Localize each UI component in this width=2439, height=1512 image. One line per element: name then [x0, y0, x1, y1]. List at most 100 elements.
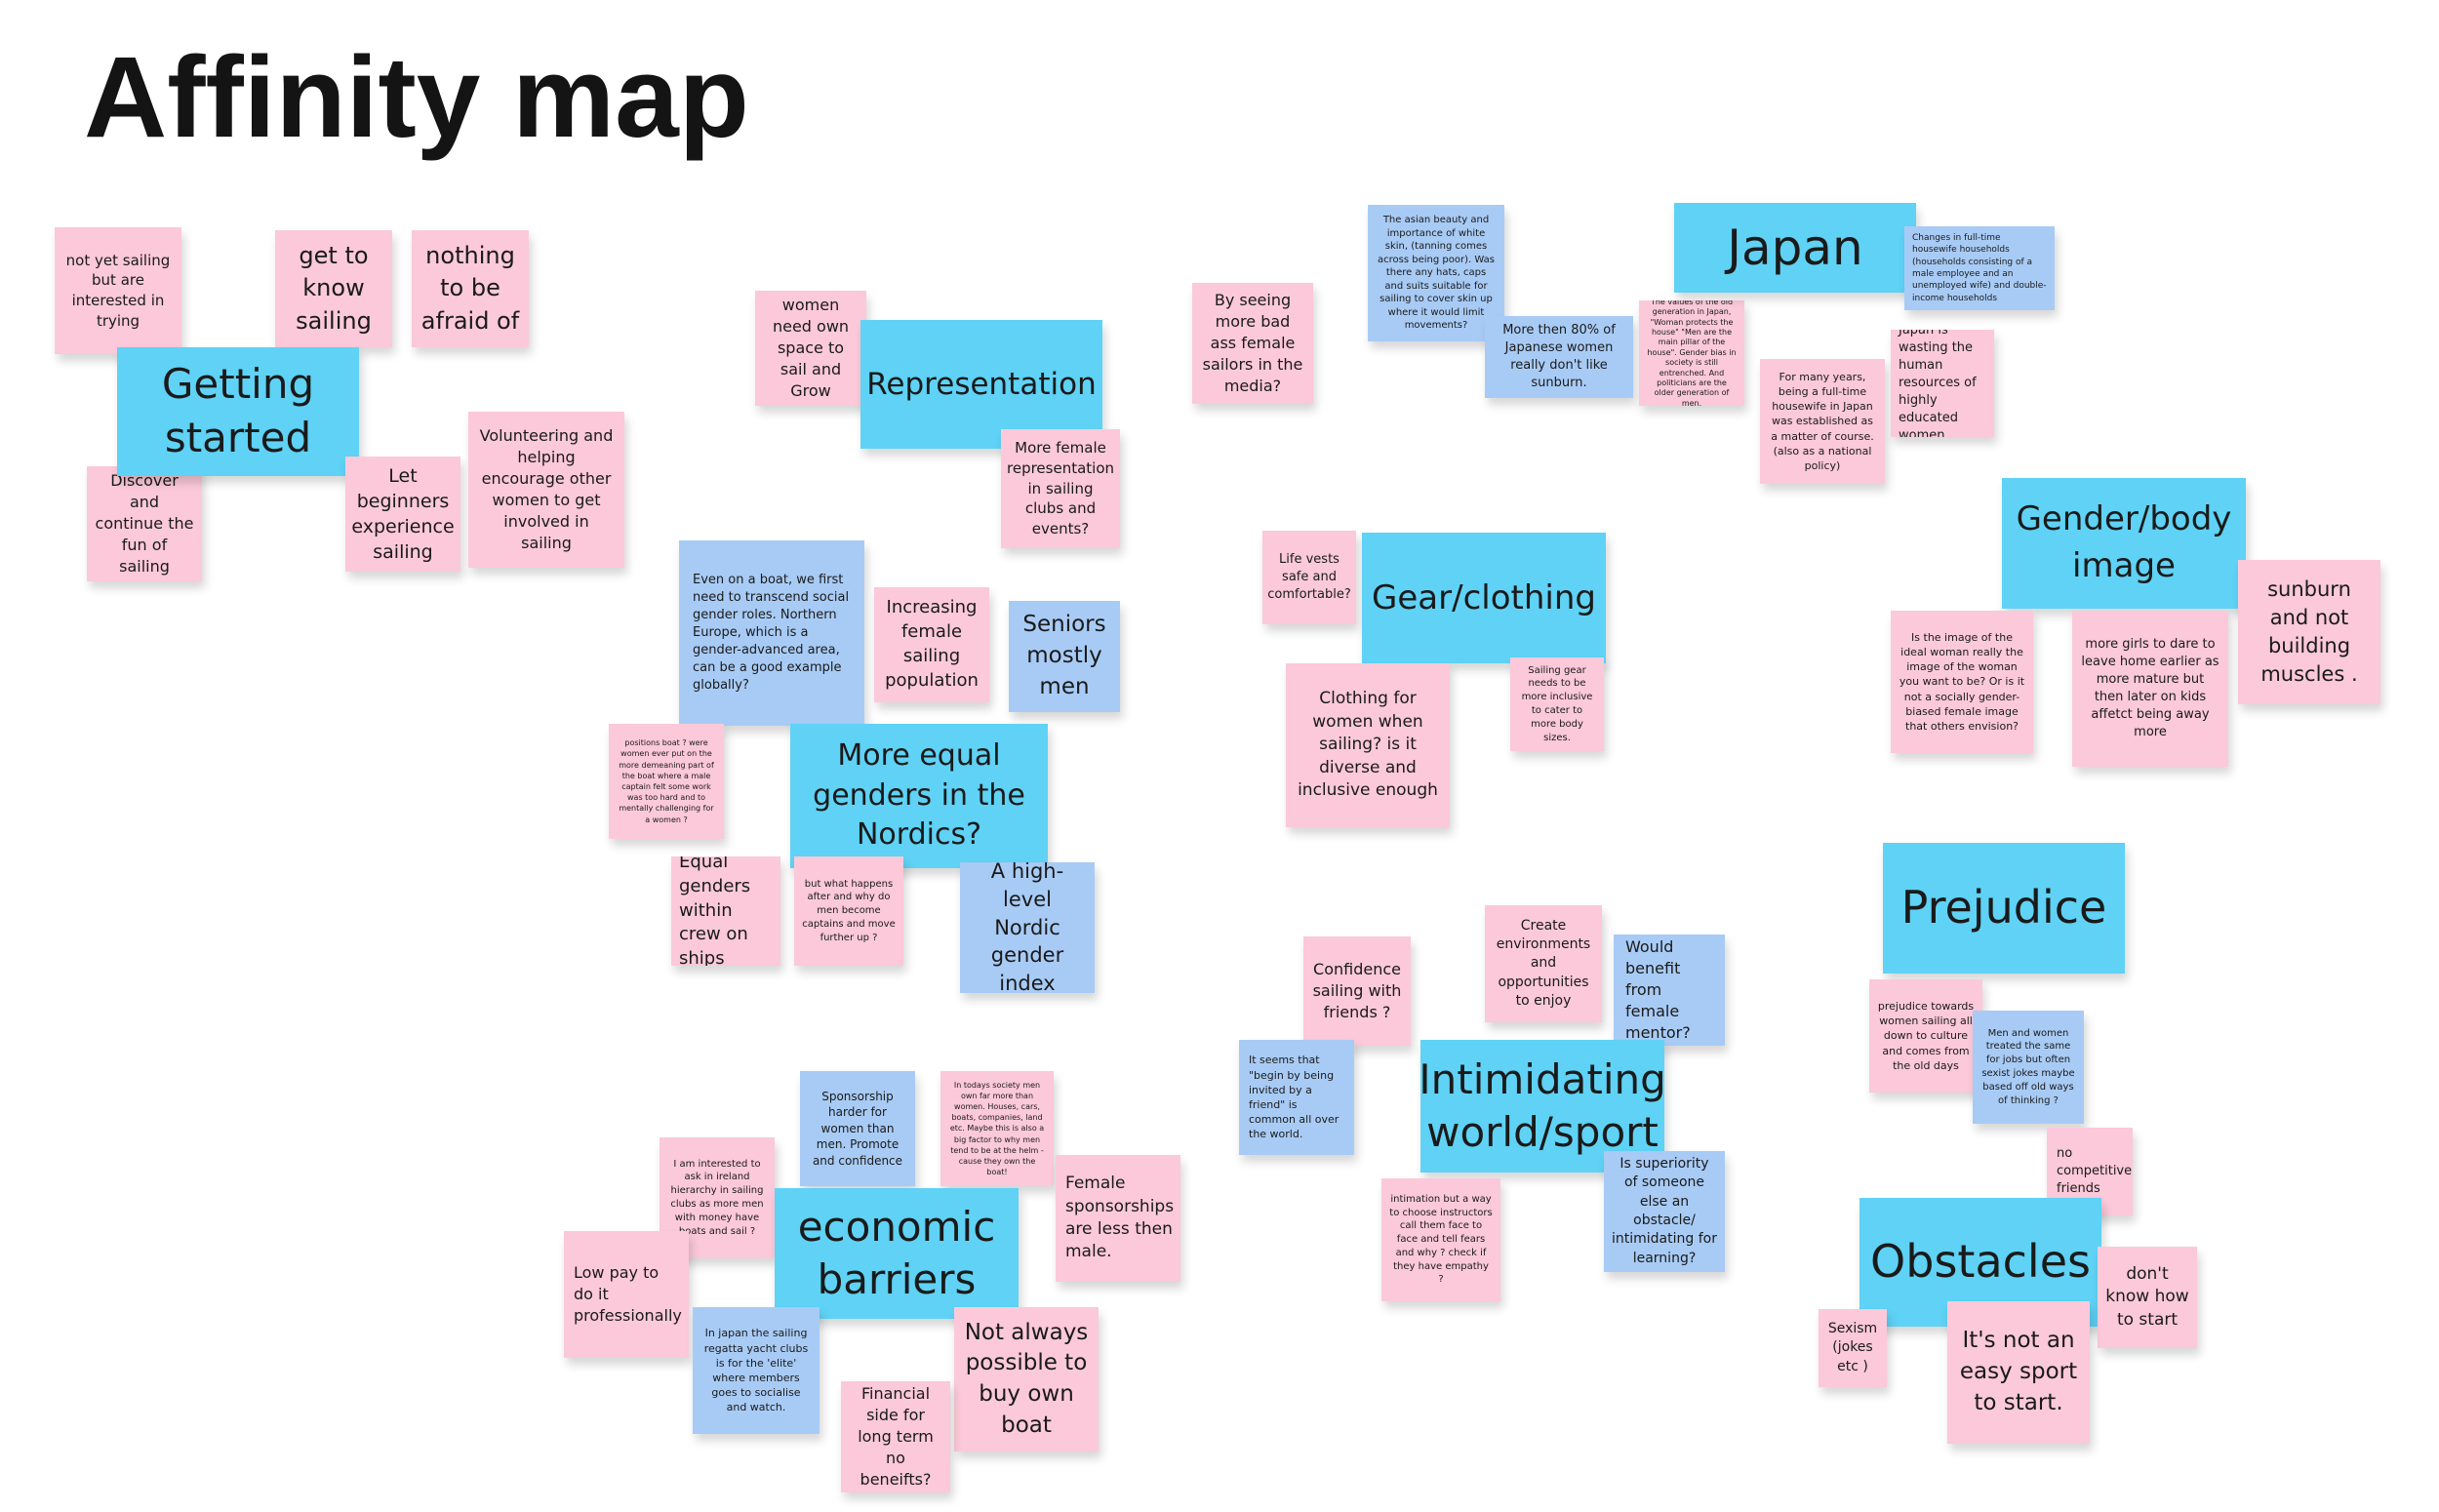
header-text: Representation — [866, 366, 1097, 402]
cluster-header-gender-body-image[interactable]: Gender/body image — [2002, 478, 2246, 609]
note-text: It's not an easy sport to start. — [1959, 1328, 2078, 1415]
sticky-note-sailing-gear-inclusive[interactable]: Sailing gear needs to be more inclusive … — [1510, 657, 1604, 751]
sticky-note-ideal-woman-image[interactable]: Is the image of the ideal woman really t… — [1891, 611, 2033, 753]
sticky-note-old-generation-values[interactable]: The values of the old generation in Japa… — [1639, 300, 1744, 406]
note-text: get to know sailing — [296, 242, 372, 335]
note-text: Is the image of the ideal woman really t… — [1899, 630, 2025, 733]
sticky-note-transcend-gender-roles[interactable]: Even on a boat, we first need to transce… — [679, 540, 864, 726]
sticky-note-seniors-mostly-men[interactable]: Seniors mostly men — [1009, 601, 1120, 712]
sticky-note-equal-genders-crew[interactable]: Equal genders within crew on ships — [671, 856, 780, 966]
sticky-note-get-to-know-sailing[interactable]: get to know sailing — [275, 230, 392, 347]
sticky-note-volunteering[interactable]: Volunteering and helping encourage other… — [468, 412, 624, 568]
note-text: don't know how to start — [2105, 1263, 2189, 1330]
sticky-note-household-changes[interactable]: Changes in full-time housewife household… — [1904, 226, 2055, 310]
sticky-note-elite-yacht-clubs[interactable]: In japan the sailing regatta yacht clubs… — [693, 1307, 820, 1434]
sticky-note-intimation-instructors[interactable]: intimation but a way to choose instructo… — [1381, 1178, 1500, 1301]
sticky-note-not-easy-sport[interactable]: It's not an easy sport to start. — [1947, 1301, 2090, 1444]
sticky-note-asian-beauty[interactable]: The asian beauty and importance of white… — [1368, 205, 1504, 341]
note-text: For many years, being a full-time housew… — [1771, 370, 1874, 472]
sticky-note-sexism-jokes[interactable]: Sexism (jokes etc ) — [1819, 1309, 1887, 1387]
note-text: not yet sailing but are interested in tr… — [65, 251, 171, 330]
cluster-header-intimidating[interactable]: Intimidating world/sport — [1420, 1040, 1664, 1173]
sticky-note-low-pay[interactable]: Low pay to do it professionally — [564, 1231, 689, 1358]
sticky-note-life-vests[interactable]: Life vests safe and comfortable? — [1262, 531, 1356, 624]
cluster-header-nordics[interactable]: More equal genders in the Nordics? — [790, 724, 1048, 868]
sticky-note-invited-by-friend[interactable]: It seems that "begin by being invited by… — [1239, 1040, 1354, 1155]
note-text: Female sponsorships are less then male. — [1065, 1174, 1175, 1262]
sticky-note-confidence-friends[interactable]: Confidence sailing with friends ? — [1303, 936, 1411, 1046]
sticky-note-prejudice-culture[interactable]: prejudice towards women sailing all down… — [1869, 979, 1982, 1093]
note-text: more girls to dare to leave home earlier… — [2081, 637, 2219, 739]
sticky-note-let-beginners[interactable]: Let beginners experience sailing — [345, 457, 460, 572]
note-text: In japan the sailing regatta yacht clubs… — [703, 1327, 809, 1414]
header-text: Gender/body image — [2016, 499, 2232, 585]
sticky-note-sexist-jokes[interactable]: Men and women treated the same for jobs … — [1973, 1011, 2084, 1124]
sticky-note-dont-know-how-to-start[interactable]: don't know how to start — [2098, 1247, 2197, 1348]
sticky-note-superiority-obstacle[interactable]: Is superiority of someone else an obstac… — [1604, 1151, 1725, 1272]
sticky-note-wasting-resources[interactable]: Japan is wasting the human resources of … — [1891, 330, 1994, 437]
header-text: Prejudice — [1900, 881, 2107, 935]
note-text: Is superiority of someone else an obstac… — [1612, 1156, 1717, 1266]
sticky-note-clothing-for-women[interactable]: Clothing for women when sailing? is it d… — [1286, 663, 1450, 827]
note-text: women need own space to sail and Grow — [772, 295, 850, 401]
header-text: Intimidating world/sport — [1420, 1055, 1664, 1156]
note-text: Low pay to do it professionally — [574, 1262, 682, 1326]
sticky-note-discover-fun[interactable]: Discover and continue the fun of sailing — [87, 466, 202, 581]
note-text: Volunteering and helping encourage other… — [479, 425, 614, 553]
sticky-note-financial-side[interactable]: Financial side for long term no beneifts… — [841, 1381, 950, 1492]
sticky-note-bad-ass-sailors[interactable]: By seeing more bad ass female sailors in… — [1192, 283, 1313, 404]
sticky-note-not-yet-sailing[interactable]: not yet sailing but are interested in tr… — [55, 227, 181, 354]
note-text: Changes in full-time housewife household… — [1912, 232, 2047, 303]
note-text: Clothing for women when sailing? is it d… — [1298, 689, 1438, 801]
header-text: Obstacles — [1870, 1235, 2091, 1289]
note-text: positions boat ? were women ever put on … — [619, 738, 714, 824]
note-text: Men and women treated the same for jobs … — [1981, 1027, 2075, 1106]
sticky-note-female-sponsorships[interactable]: Female sponsorships are less then male. — [1056, 1155, 1180, 1282]
sticky-note-create-environments[interactable]: Create environments and opportunities to… — [1485, 905, 1602, 1022]
cluster-header-gear-clothing[interactable]: Gear/clothing — [1362, 533, 1606, 663]
sticky-note-men-own-more[interactable]: In todays society men own far more than … — [940, 1071, 1054, 1186]
sticky-note-increasing-female[interactable]: Increasing female sailing population — [874, 587, 989, 702]
note-text: Japan is wasting the human resources of … — [1899, 330, 1977, 437]
note-text: intimation but a way to choose instructo… — [1389, 1193, 1493, 1286]
note-text: Discover and continue the fun of sailing — [95, 470, 194, 577]
note-text: Would benefit from female mentor? — [1625, 936, 1691, 1043]
header-text: More equal genders in the Nordics? — [813, 738, 1025, 853]
note-text: More female representation in sailing cl… — [1007, 439, 1115, 538]
sticky-note-nordic-gender-index[interactable]: A high-level Nordic gender index — [960, 862, 1095, 993]
note-text: It seems that "begin by being invited by… — [1249, 1054, 1339, 1141]
note-text: prejudice towards women sailing all down… — [1877, 1000, 1975, 1072]
header-text: Japan — [1727, 219, 1863, 276]
cluster-header-japan[interactable]: Japan — [1674, 203, 1916, 293]
sticky-note-sunburn-80-percent[interactable]: More then 80% of Japanese women really d… — [1485, 316, 1633, 398]
sticky-note-female-representation[interactable]: More female representation in sailing cl… — [1001, 429, 1120, 548]
note-text: but what happens after and why do men be… — [802, 878, 896, 943]
note-text: no competitive friends — [2057, 1146, 2133, 1196]
cluster-header-prejudice[interactable]: Prejudice — [1883, 843, 2125, 974]
sticky-note-female-mentor[interactable]: Would benefit from female mentor? — [1614, 935, 1725, 1046]
note-text: Even on a boat, we first need to transce… — [693, 573, 850, 693]
sticky-note-women-own-space[interactable]: women need own space to sail and Grow — [755, 291, 866, 406]
sticky-note-captains[interactable]: but what happens after and why do men be… — [794, 856, 903, 966]
header-text: economic barriers — [797, 1203, 996, 1303]
note-text: Life vests safe and comfortable? — [1267, 552, 1351, 602]
sticky-note-positions-boat[interactable]: positions boat ? were women ever put on … — [609, 724, 724, 839]
note-text: Sexism (jokes etc ) — [1827, 1321, 1878, 1374]
note-text: The values of the old generation in Japa… — [1647, 300, 1737, 406]
sticky-note-sponsorship-harder[interactable]: Sponsorship harder for women than men. P… — [800, 1071, 915, 1186]
sticky-note-full-time-housewife[interactable]: For many years, being a full-time housew… — [1760, 359, 1885, 484]
sticky-note-sunburn-muscles[interactable]: sunburn and not building muscles . — [2238, 560, 2380, 704]
note-text: Create environments and opportunities to… — [1496, 917, 1591, 1009]
note-text: Increasing female sailing population — [885, 597, 979, 691]
sticky-note-ireland-hierarchy[interactable]: I am interested to ask in ireland hierar… — [660, 1137, 775, 1258]
sticky-note-nothing-to-be-afraid[interactable]: nothing to be afraid of — [412, 230, 529, 347]
board-title: Affinity map — [84, 33, 749, 162]
cluster-header-getting-started[interactable]: Getting started — [117, 347, 359, 476]
sticky-note-girls-leave-home[interactable]: more girls to dare to leave home earlier… — [2072, 611, 2228, 767]
note-text: The asian beauty and importance of white… — [1378, 215, 1495, 332]
header-text: Gear/clothing — [1372, 577, 1596, 617]
sticky-note-buy-own-boat[interactable]: Not always possible to buy own boat — [954, 1307, 1099, 1452]
cluster-header-representation[interactable]: Representation — [860, 320, 1102, 449]
note-text: More then 80% of Japanese women really d… — [1502, 323, 1616, 390]
cluster-header-economic-barriers[interactable]: economic barriers — [775, 1188, 1019, 1319]
